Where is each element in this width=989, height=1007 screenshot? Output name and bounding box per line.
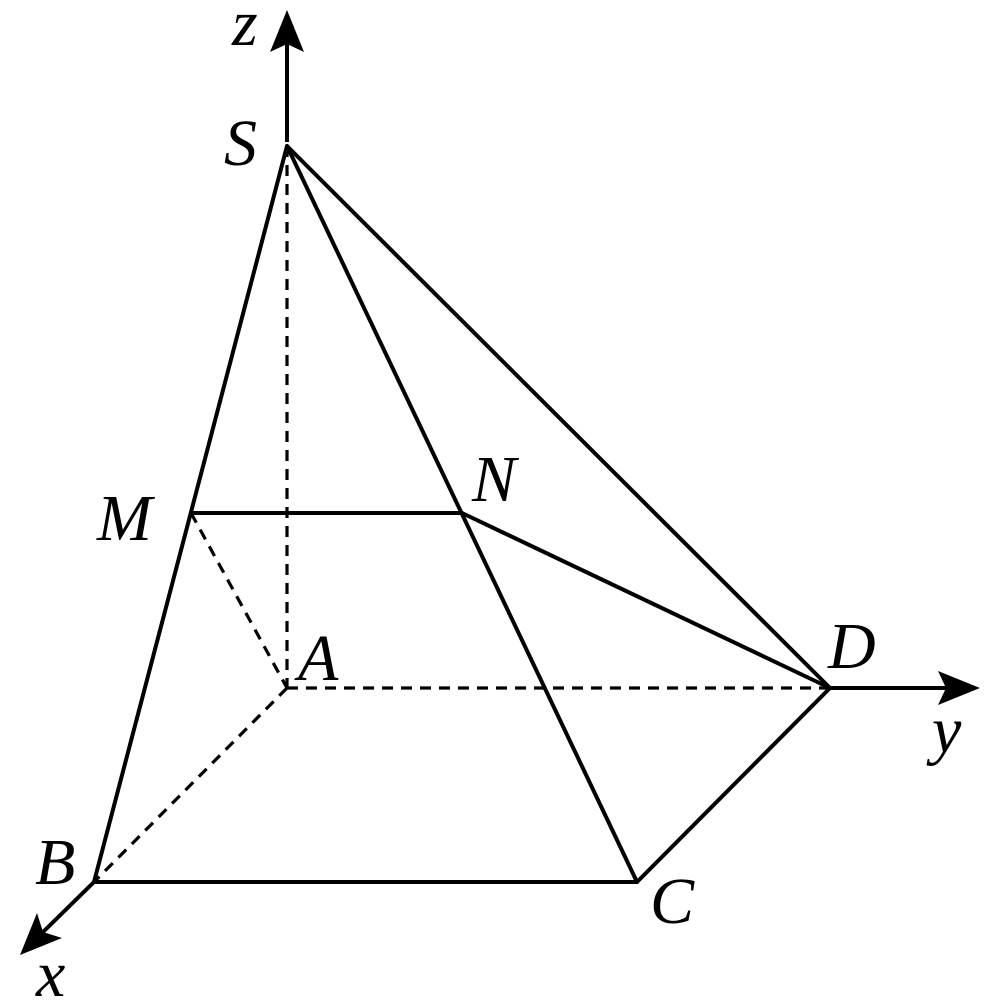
x-axis — [40, 880, 96, 935]
label-B: B — [35, 826, 75, 899]
x-axis-arrowhead — [20, 913, 62, 955]
y-axis-arrowhead — [938, 671, 980, 705]
label-y-axis: y — [926, 694, 962, 767]
label-N: N — [471, 443, 520, 516]
label-C: C — [650, 865, 695, 938]
label-z-axis: z — [231, 0, 258, 60]
edge-CD — [635, 686, 832, 884]
z-axis-arrowhead — [270, 10, 304, 52]
edge-MA — [189, 512, 289, 689]
edge-ND — [460, 511, 832, 690]
edge-AB — [92, 686, 289, 884]
label-x-axis: x — [35, 938, 65, 1007]
label-D: D — [827, 610, 876, 683]
label-S: S — [224, 107, 257, 180]
edge-SD — [285, 144, 832, 690]
label-M: M — [96, 482, 156, 555]
label-A: A — [294, 622, 339, 695]
